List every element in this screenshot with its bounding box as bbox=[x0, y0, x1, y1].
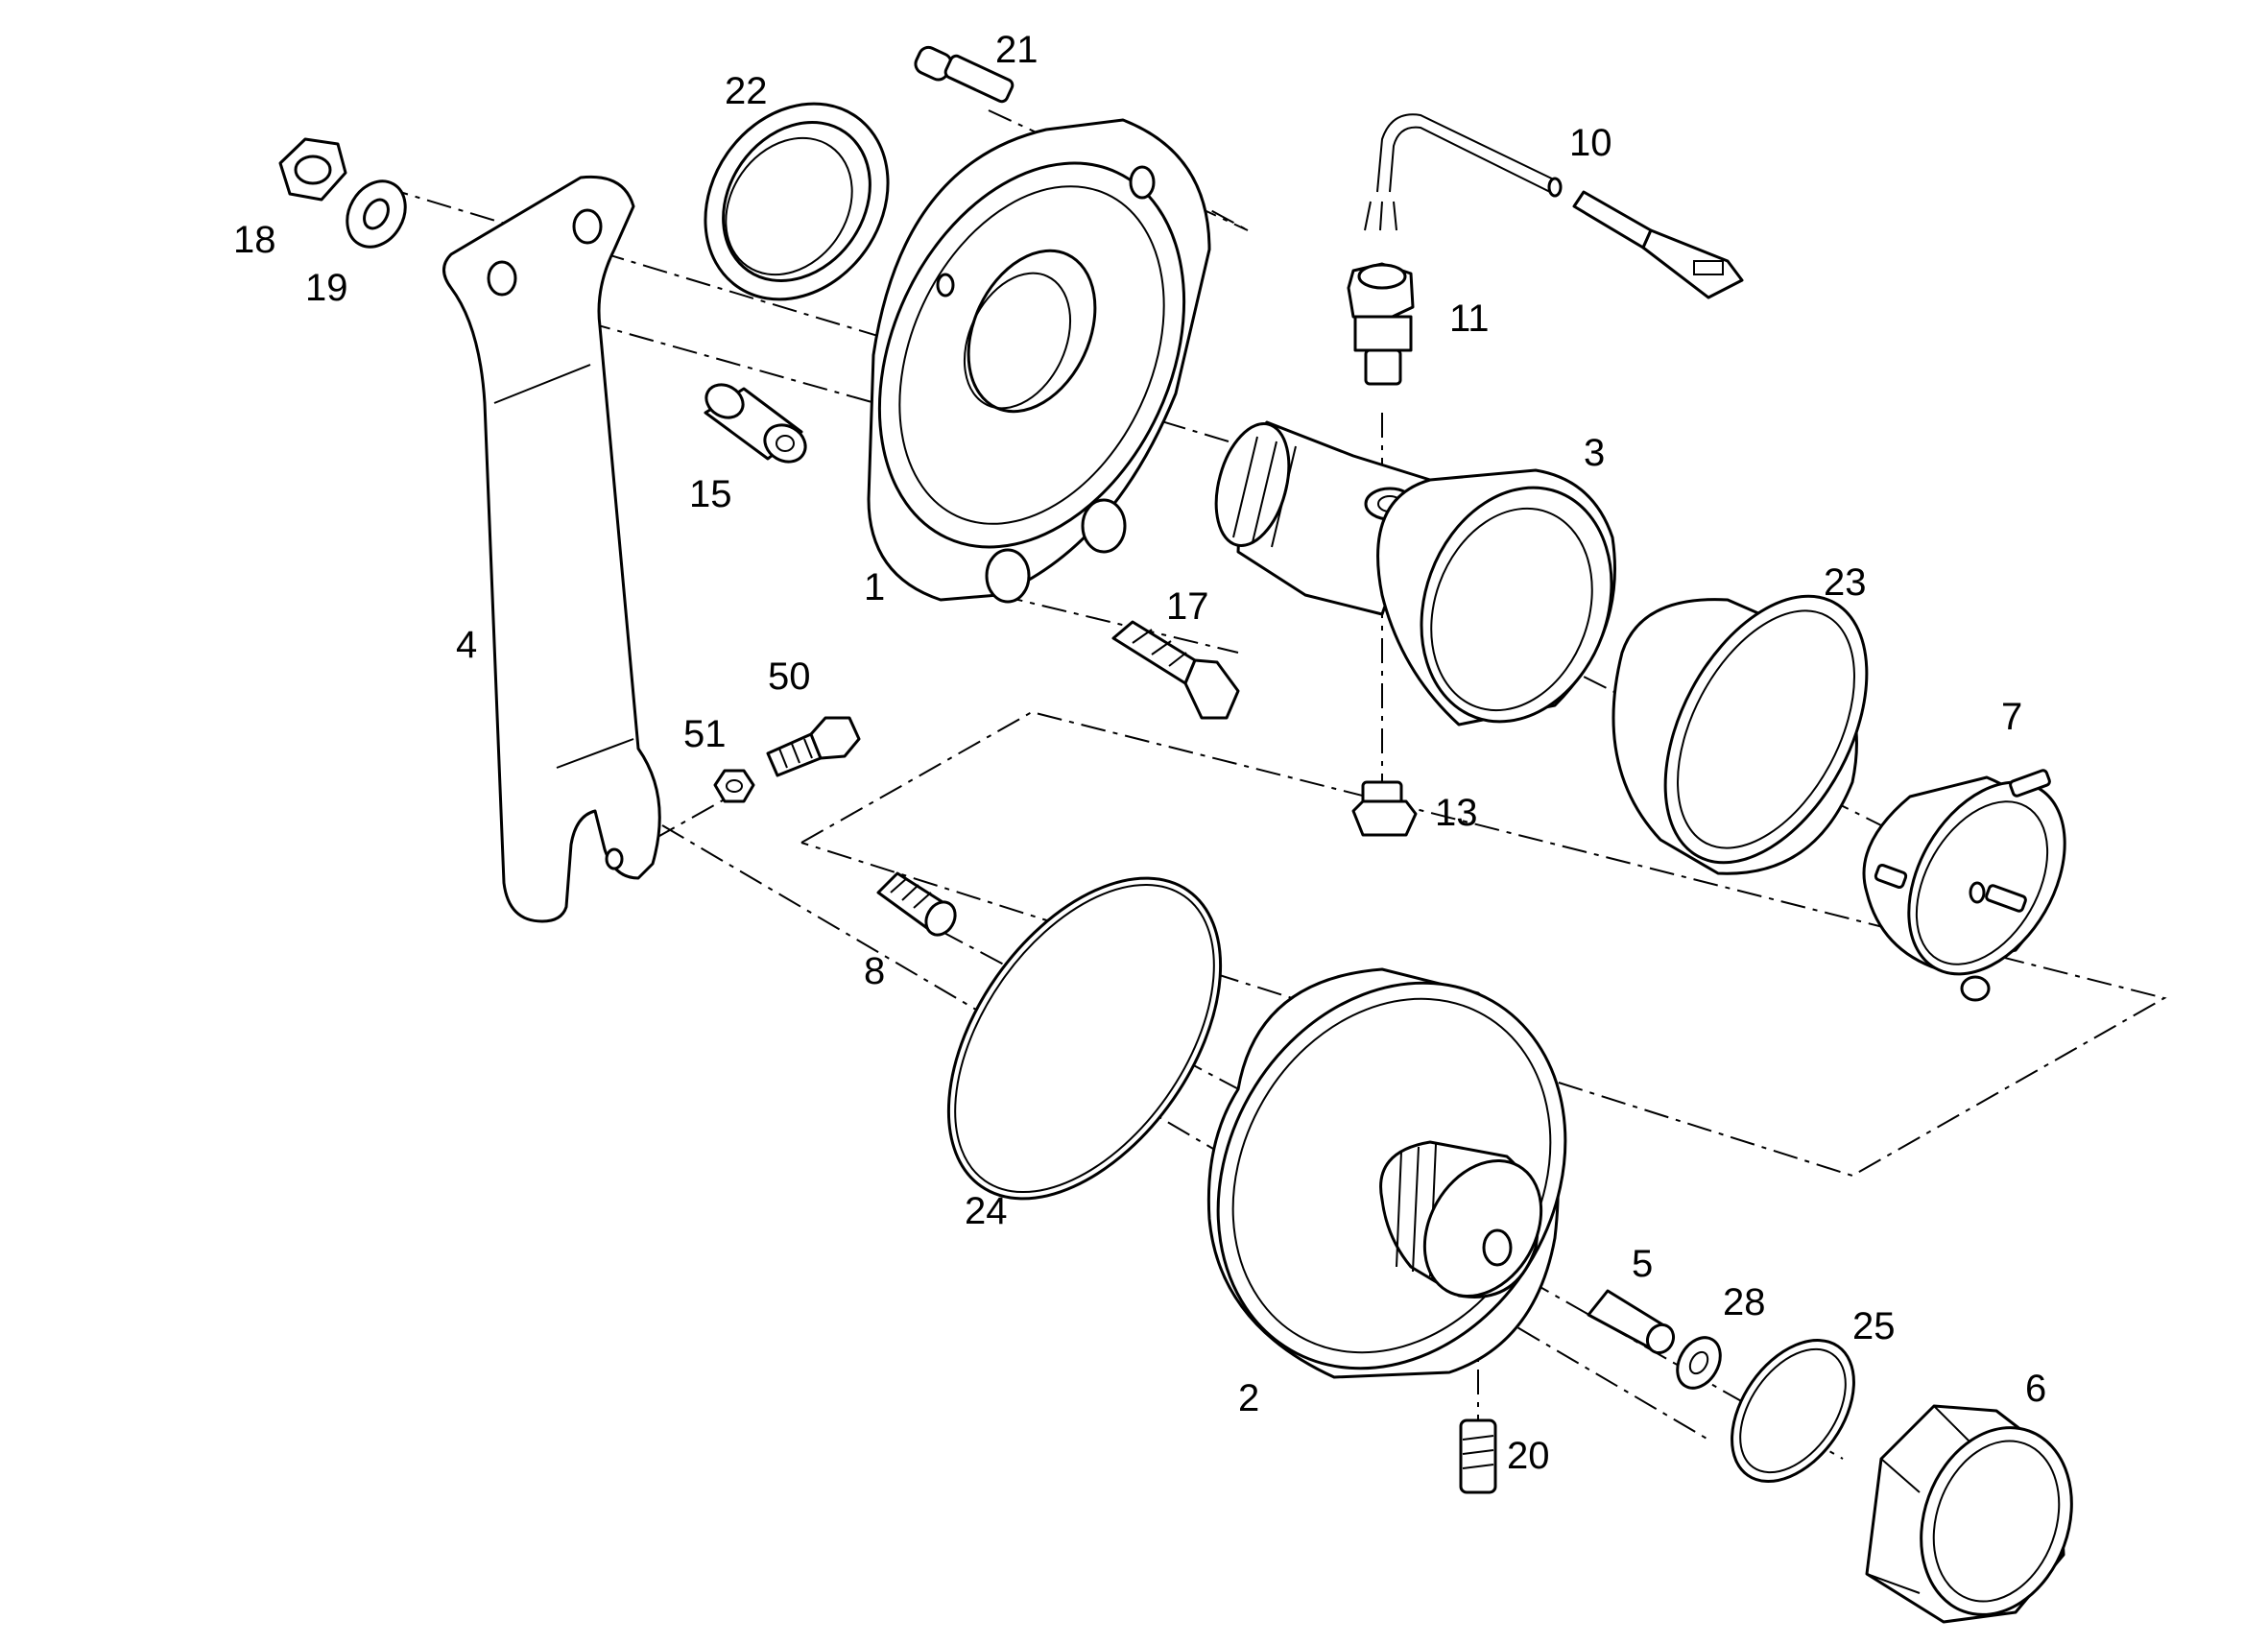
washer-part-19 bbox=[346, 179, 407, 249]
washer-part-28 bbox=[1676, 1336, 1722, 1390]
label-part-6: 6 bbox=[2025, 1368, 2046, 1410]
fitting-part-11 bbox=[1347, 262, 1415, 386]
o-ring-part-25 bbox=[1731, 1339, 1855, 1483]
label-part-1: 1 bbox=[864, 566, 885, 608]
o-ring-part-24 bbox=[946, 876, 1223, 1201]
label-part-10: 10 bbox=[1569, 122, 1612, 164]
label-part-51: 51 bbox=[683, 713, 727, 755]
pin-part-5 bbox=[1587, 1289, 1676, 1355]
label-part-50: 50 bbox=[768, 655, 811, 698]
label-part-3: 3 bbox=[1584, 432, 1605, 474]
cable-part-10 bbox=[1364, 113, 1744, 299]
label-part-13: 13 bbox=[1435, 792, 1478, 834]
plug-part-13 bbox=[1351, 780, 1418, 837]
bolt-part-17 bbox=[1111, 620, 1240, 720]
body-part-3 bbox=[1214, 420, 1616, 727]
sleeve-part-23 bbox=[1611, 594, 1869, 875]
label-part-22: 22 bbox=[725, 70, 768, 112]
spacer-part-15 bbox=[704, 383, 807, 464]
grub-screw-part-20 bbox=[1459, 1418, 1497, 1494]
label-part-17: 17 bbox=[1166, 585, 1209, 628]
label-part-28: 28 bbox=[1723, 1281, 1766, 1323]
label-part-2: 2 bbox=[1238, 1377, 1259, 1419]
flange-plate-part-1 bbox=[867, 118, 1211, 604]
label-part-18: 18 bbox=[233, 219, 276, 261]
label-part-5: 5 bbox=[1632, 1243, 1653, 1285]
nut-part-18 bbox=[278, 137, 347, 202]
lever-arm-part-4 bbox=[442, 175, 661, 923]
screw-part-21 bbox=[914, 45, 1015, 104]
label-part-23: 23 bbox=[1824, 561, 1867, 604]
label-part-8: 8 bbox=[864, 950, 885, 992]
part-labels: 1 2 3 4 5 6 7 8 10 11 13 15 17 18 19 20 … bbox=[233, 29, 2046, 1477]
label-part-4: 4 bbox=[456, 624, 477, 666]
label-part-21: 21 bbox=[995, 29, 1039, 71]
label-part-15: 15 bbox=[689, 473, 732, 515]
screw-part-50 bbox=[766, 716, 861, 777]
label-part-24: 24 bbox=[965, 1190, 1008, 1232]
seal-ring-part-22 bbox=[704, 102, 890, 301]
cap-part-7 bbox=[1862, 769, 2066, 1002]
nut-part-51 bbox=[713, 769, 755, 803]
label-part-11: 11 bbox=[1449, 298, 1490, 340]
label-part-20: 20 bbox=[1507, 1435, 1550, 1477]
hex-cap-part-6 bbox=[1865, 1404, 2073, 1624]
housing-part-2 bbox=[1206, 967, 1567, 1379]
label-part-7: 7 bbox=[2001, 696, 2022, 738]
label-part-19: 19 bbox=[305, 267, 348, 309]
label-part-25: 25 bbox=[1852, 1305, 1896, 1347]
set-screw-part-8 bbox=[876, 871, 957, 937]
